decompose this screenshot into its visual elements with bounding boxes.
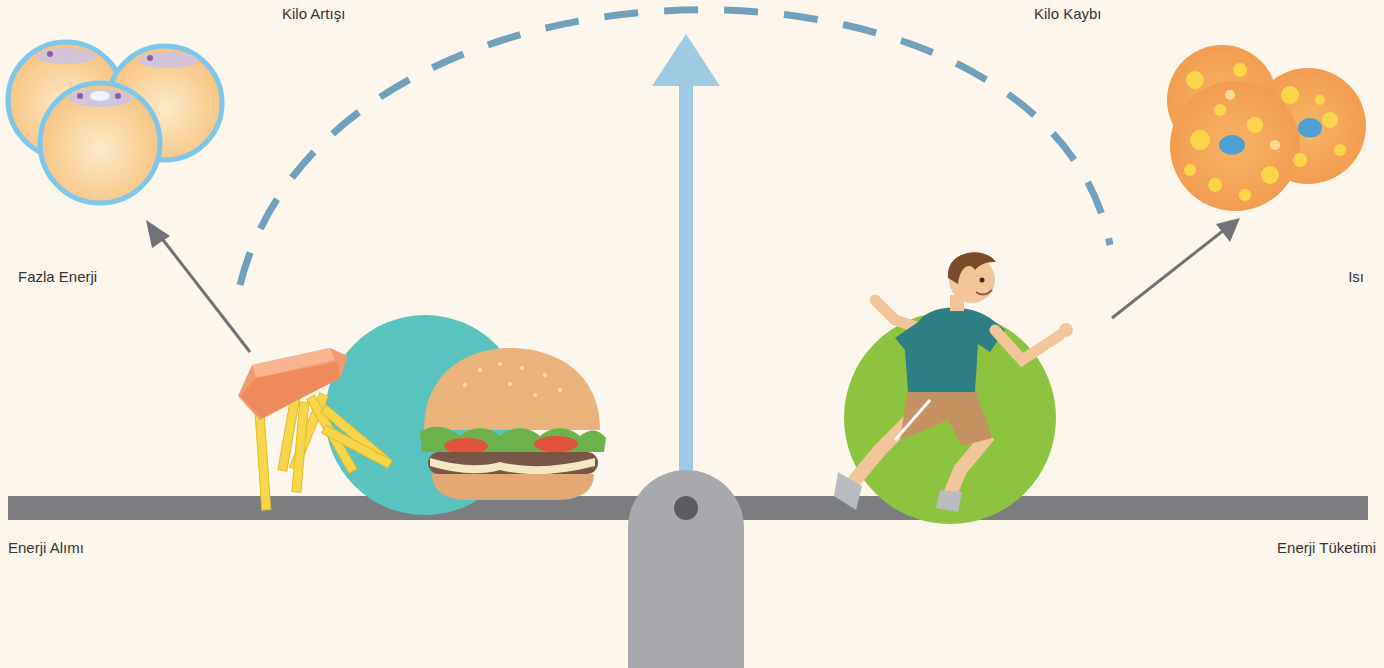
outcome-label: Kilo Artışı xyxy=(282,5,345,23)
food-illustration xyxy=(238,315,606,515)
fat-cells xyxy=(8,42,222,203)
runner-illustration xyxy=(834,252,1073,524)
heat-arrow-head xyxy=(1216,218,1240,242)
outcome-label: Kilo Kaybı xyxy=(1034,5,1102,23)
burning-cells xyxy=(1167,45,1366,211)
balance-arrow-head xyxy=(652,34,720,86)
side-label: Enerji Tüketimi xyxy=(1277,539,1376,557)
balance-beam xyxy=(8,496,1368,520)
excess-arrow-head xyxy=(146,220,170,248)
flow-label: Fazla Enerji xyxy=(18,268,97,286)
dashed-arc xyxy=(240,10,1110,285)
balance-arrow-shaft xyxy=(679,80,693,480)
fulcrum-pivot xyxy=(674,496,698,520)
flow-label: Isı xyxy=(1348,268,1364,286)
side-label: Enerji Alımı xyxy=(8,539,84,557)
heat-arrow xyxy=(1112,230,1224,318)
excess-arrow xyxy=(160,236,250,352)
fulcrum xyxy=(628,470,744,668)
